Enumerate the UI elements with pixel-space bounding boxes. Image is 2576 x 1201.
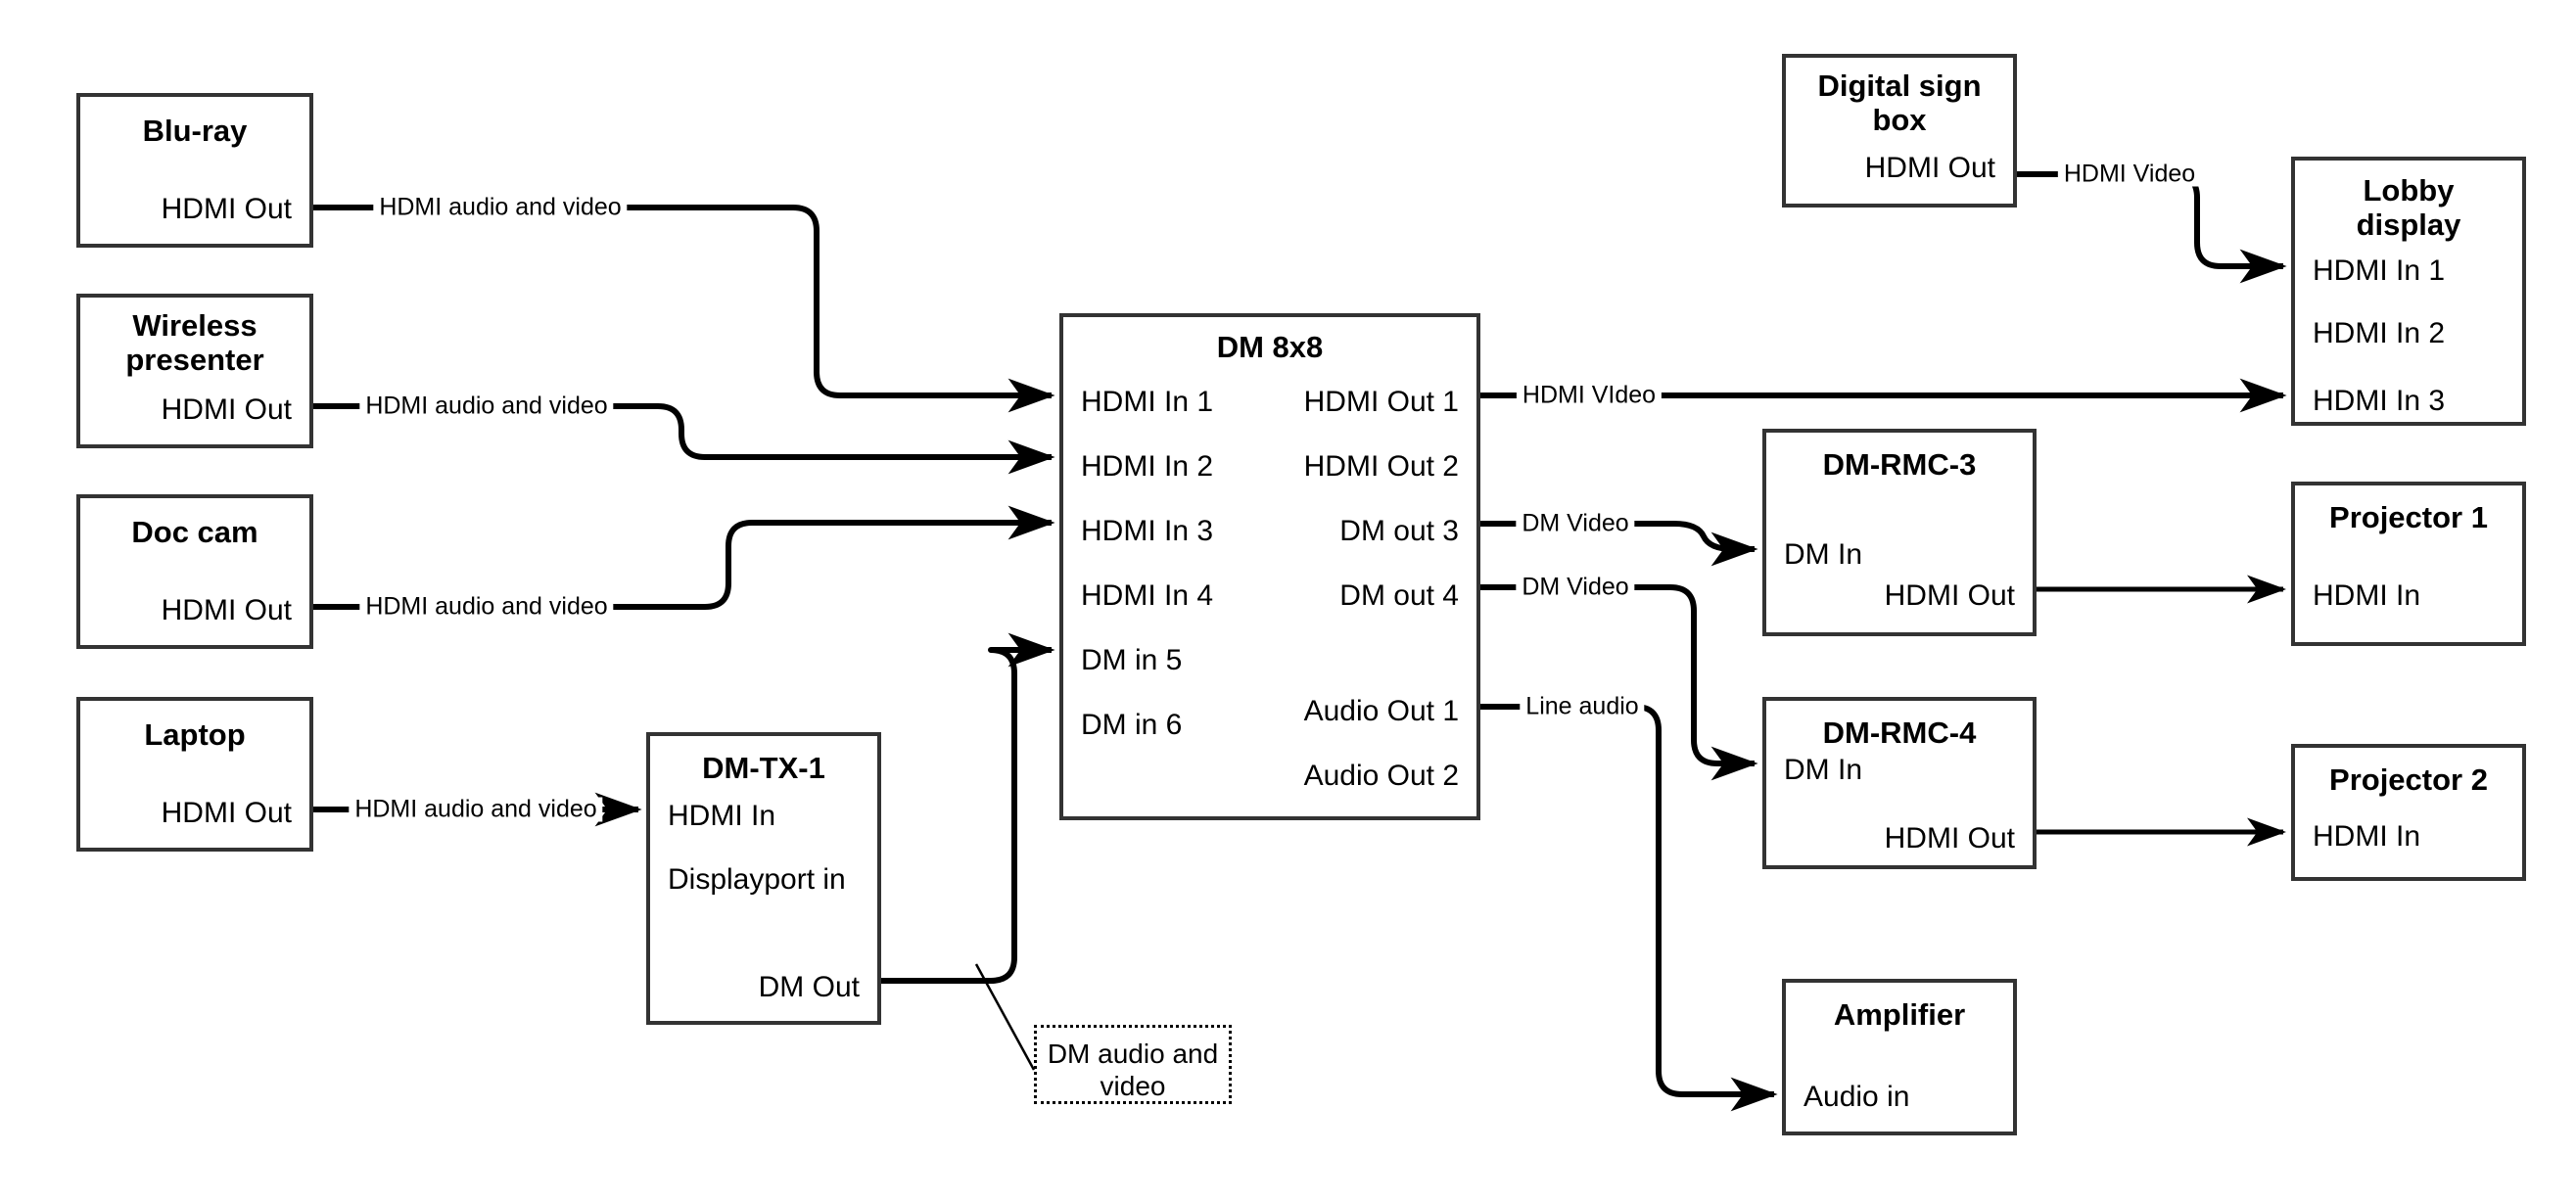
wire-label-wireless: HDMI audio and video	[359, 393, 614, 419]
node-projector-2-title: Projector 2	[2329, 762, 2488, 797]
node-projector-2-port-hdmi-in: HDMI In	[2313, 820, 2421, 853]
node-dm-8x8-port-hdmi-in-4: HDMI In 4	[1081, 579, 1214, 612]
callout-dm-audio-and-video: DM audio and video	[1034, 1025, 1232, 1104]
node-digital-sign-box-port-hdmi-out: HDMI Out	[1864, 152, 1995, 184]
node-amplifier-title: Amplifier	[1833, 997, 1966, 1032]
node-dm-8x8-port-dm-in-6: DM in 6	[1081, 709, 1183, 741]
callout-dm-audio-and-video-text: DM audio and video	[1047, 1039, 1219, 1102]
wire-label-laptop: HDMI audio and video	[349, 797, 603, 822]
wire-label-bluray: HDMI audio and video	[373, 195, 628, 220]
node-projector-2[interactable]: Projector 2 HDMI In	[2291, 744, 2526, 881]
node-bluray[interactable]: Blu-ray HDMI Out	[76, 93, 313, 248]
wire-digitalsign-to-lobby-in1	[2017, 171, 2287, 284]
node-dm-rmc-3-port-hdmi-out: HDMI Out	[1884, 579, 2015, 612]
wire-label-audioout1: Line audio	[1520, 694, 1645, 719]
node-dm-8x8-title: DM 8x8	[1216, 330, 1324, 364]
node-dm-rmc-4-port-dm-in: DM In	[1784, 754, 1863, 786]
node-dm-tx-1-title: DM-TX-1	[702, 751, 825, 785]
node-wireless-presenter-title: Wireless presenter	[125, 308, 264, 377]
node-amplifier[interactable]: Amplifier Audio in	[1782, 979, 2017, 1135]
node-doc-cam-port-hdmi-out: HDMI Out	[161, 594, 292, 626]
node-lobby-display-title: Lobby display	[2356, 173, 2461, 242]
node-lobby-display-port-hdmi-in-2: HDMI In 2	[2313, 317, 2446, 349]
node-dm-8x8-port-hdmi-out-1: HDMI Out 1	[1303, 386, 1459, 418]
node-dm-8x8-port-hdmi-in-1: HDMI In 1	[1081, 386, 1214, 418]
node-dm-8x8-port-hdmi-in-2: HDMI In 2	[1081, 450, 1214, 483]
node-dm-8x8[interactable]: DM 8x8 HDMI In 1 HDMI In 2 HDMI In 3 HDM…	[1059, 313, 1480, 820]
node-dm-8x8-port-hdmi-in-3: HDMI In 3	[1081, 515, 1214, 547]
wire-label-dmout3: DM Video	[1516, 511, 1635, 536]
node-laptop-port-hdmi-out: HDMI Out	[161, 797, 292, 829]
node-dm-tx-1-port-displayport-in: Displayport in	[668, 863, 846, 896]
wire-label-dmout4: DM Video	[1516, 575, 1635, 600]
node-dm-tx-1-port-dm-out: DM Out	[758, 971, 860, 1003]
node-dm-rmc-4-title: DM-RMC-4	[1822, 716, 1977, 750]
node-bluray-title: Blu-ray	[142, 114, 248, 148]
node-dm-8x8-port-audio-out-2: Audio Out 2	[1303, 760, 1459, 792]
callout-leader-line	[974, 963, 1036, 1071]
node-dm-8x8-port-dm-out-4: DM out 4	[1339, 579, 1459, 612]
node-dm-rmc-4[interactable]: DM-RMC-4 DM In HDMI Out	[1762, 697, 2037, 869]
wire-label-doccam: HDMI audio and video	[359, 594, 614, 620]
wire-audioout1-to-amplifier	[1480, 704, 1778, 1112]
node-dm-rmc-3-port-dm-in: DM In	[1784, 538, 1863, 571]
node-laptop-title: Laptop	[144, 717, 246, 752]
wire-bluray-to-dm-in1	[313, 205, 1055, 413]
node-doc-cam-title: Doc cam	[131, 515, 258, 549]
node-dm-rmc-4-port-hdmi-out: HDMI Out	[1884, 822, 2015, 855]
node-projector-1[interactable]: Projector 1 HDMI In	[2291, 482, 2526, 646]
wire-dmout4-to-rmc4	[1480, 584, 1758, 781]
node-dm-8x8-port-audio-out-1: Audio Out 1	[1303, 695, 1459, 727]
node-amplifier-port-audio-in: Audio in	[1803, 1081, 1910, 1113]
wire-label-digitalsign: HDMI Video	[2057, 162, 2202, 187]
node-dm-tx-1-port-hdmi-in: HDMI In	[668, 800, 776, 832]
node-laptop[interactable]: Laptop HDMI Out	[76, 697, 313, 852]
wire-label-hdmiout1: HDMI VIdeo	[1516, 383, 1663, 408]
node-dm-8x8-port-hdmi-out-2: HDMI Out 2	[1303, 450, 1459, 483]
node-lobby-display-port-hdmi-in-3: HDMI In 3	[2313, 385, 2446, 417]
node-lobby-display[interactable]: Lobby display HDMI In 1 HDMI In 2 HDMI I…	[2291, 157, 2526, 426]
node-wireless-presenter[interactable]: Wireless presenter HDMI Out	[76, 294, 313, 448]
node-doc-cam[interactable]: Doc cam HDMI Out	[76, 494, 313, 649]
wire-dmtx1-to-dm-in5	[881, 632, 1055, 984]
node-lobby-display-port-hdmi-in-1: HDMI In 1	[2313, 254, 2446, 287]
node-dm-tx-1[interactable]: DM-TX-1 HDMI In Displayport in DM Out	[646, 732, 881, 1025]
node-dm-8x8-port-dm-out-3: DM out 3	[1339, 515, 1459, 547]
node-projector-1-title: Projector 1	[2329, 500, 2488, 534]
node-projector-1-port-hdmi-in: HDMI In	[2313, 579, 2421, 612]
node-bluray-port-hdmi-out: HDMI Out	[161, 193, 292, 225]
node-dm-rmc-3-title: DM-RMC-3	[1822, 447, 1977, 482]
node-wireless-presenter-port-hdmi-out: HDMI Out	[161, 393, 292, 426]
node-dm-8x8-port-dm-in-5: DM in 5	[1081, 644, 1183, 676]
node-digital-sign-box-title: Digital sign box	[1817, 69, 1982, 137]
node-digital-sign-box[interactable]: Digital sign box HDMI Out	[1782, 54, 2017, 208]
node-dm-rmc-3[interactable]: DM-RMC-3 DM In HDMI Out	[1762, 429, 2037, 636]
